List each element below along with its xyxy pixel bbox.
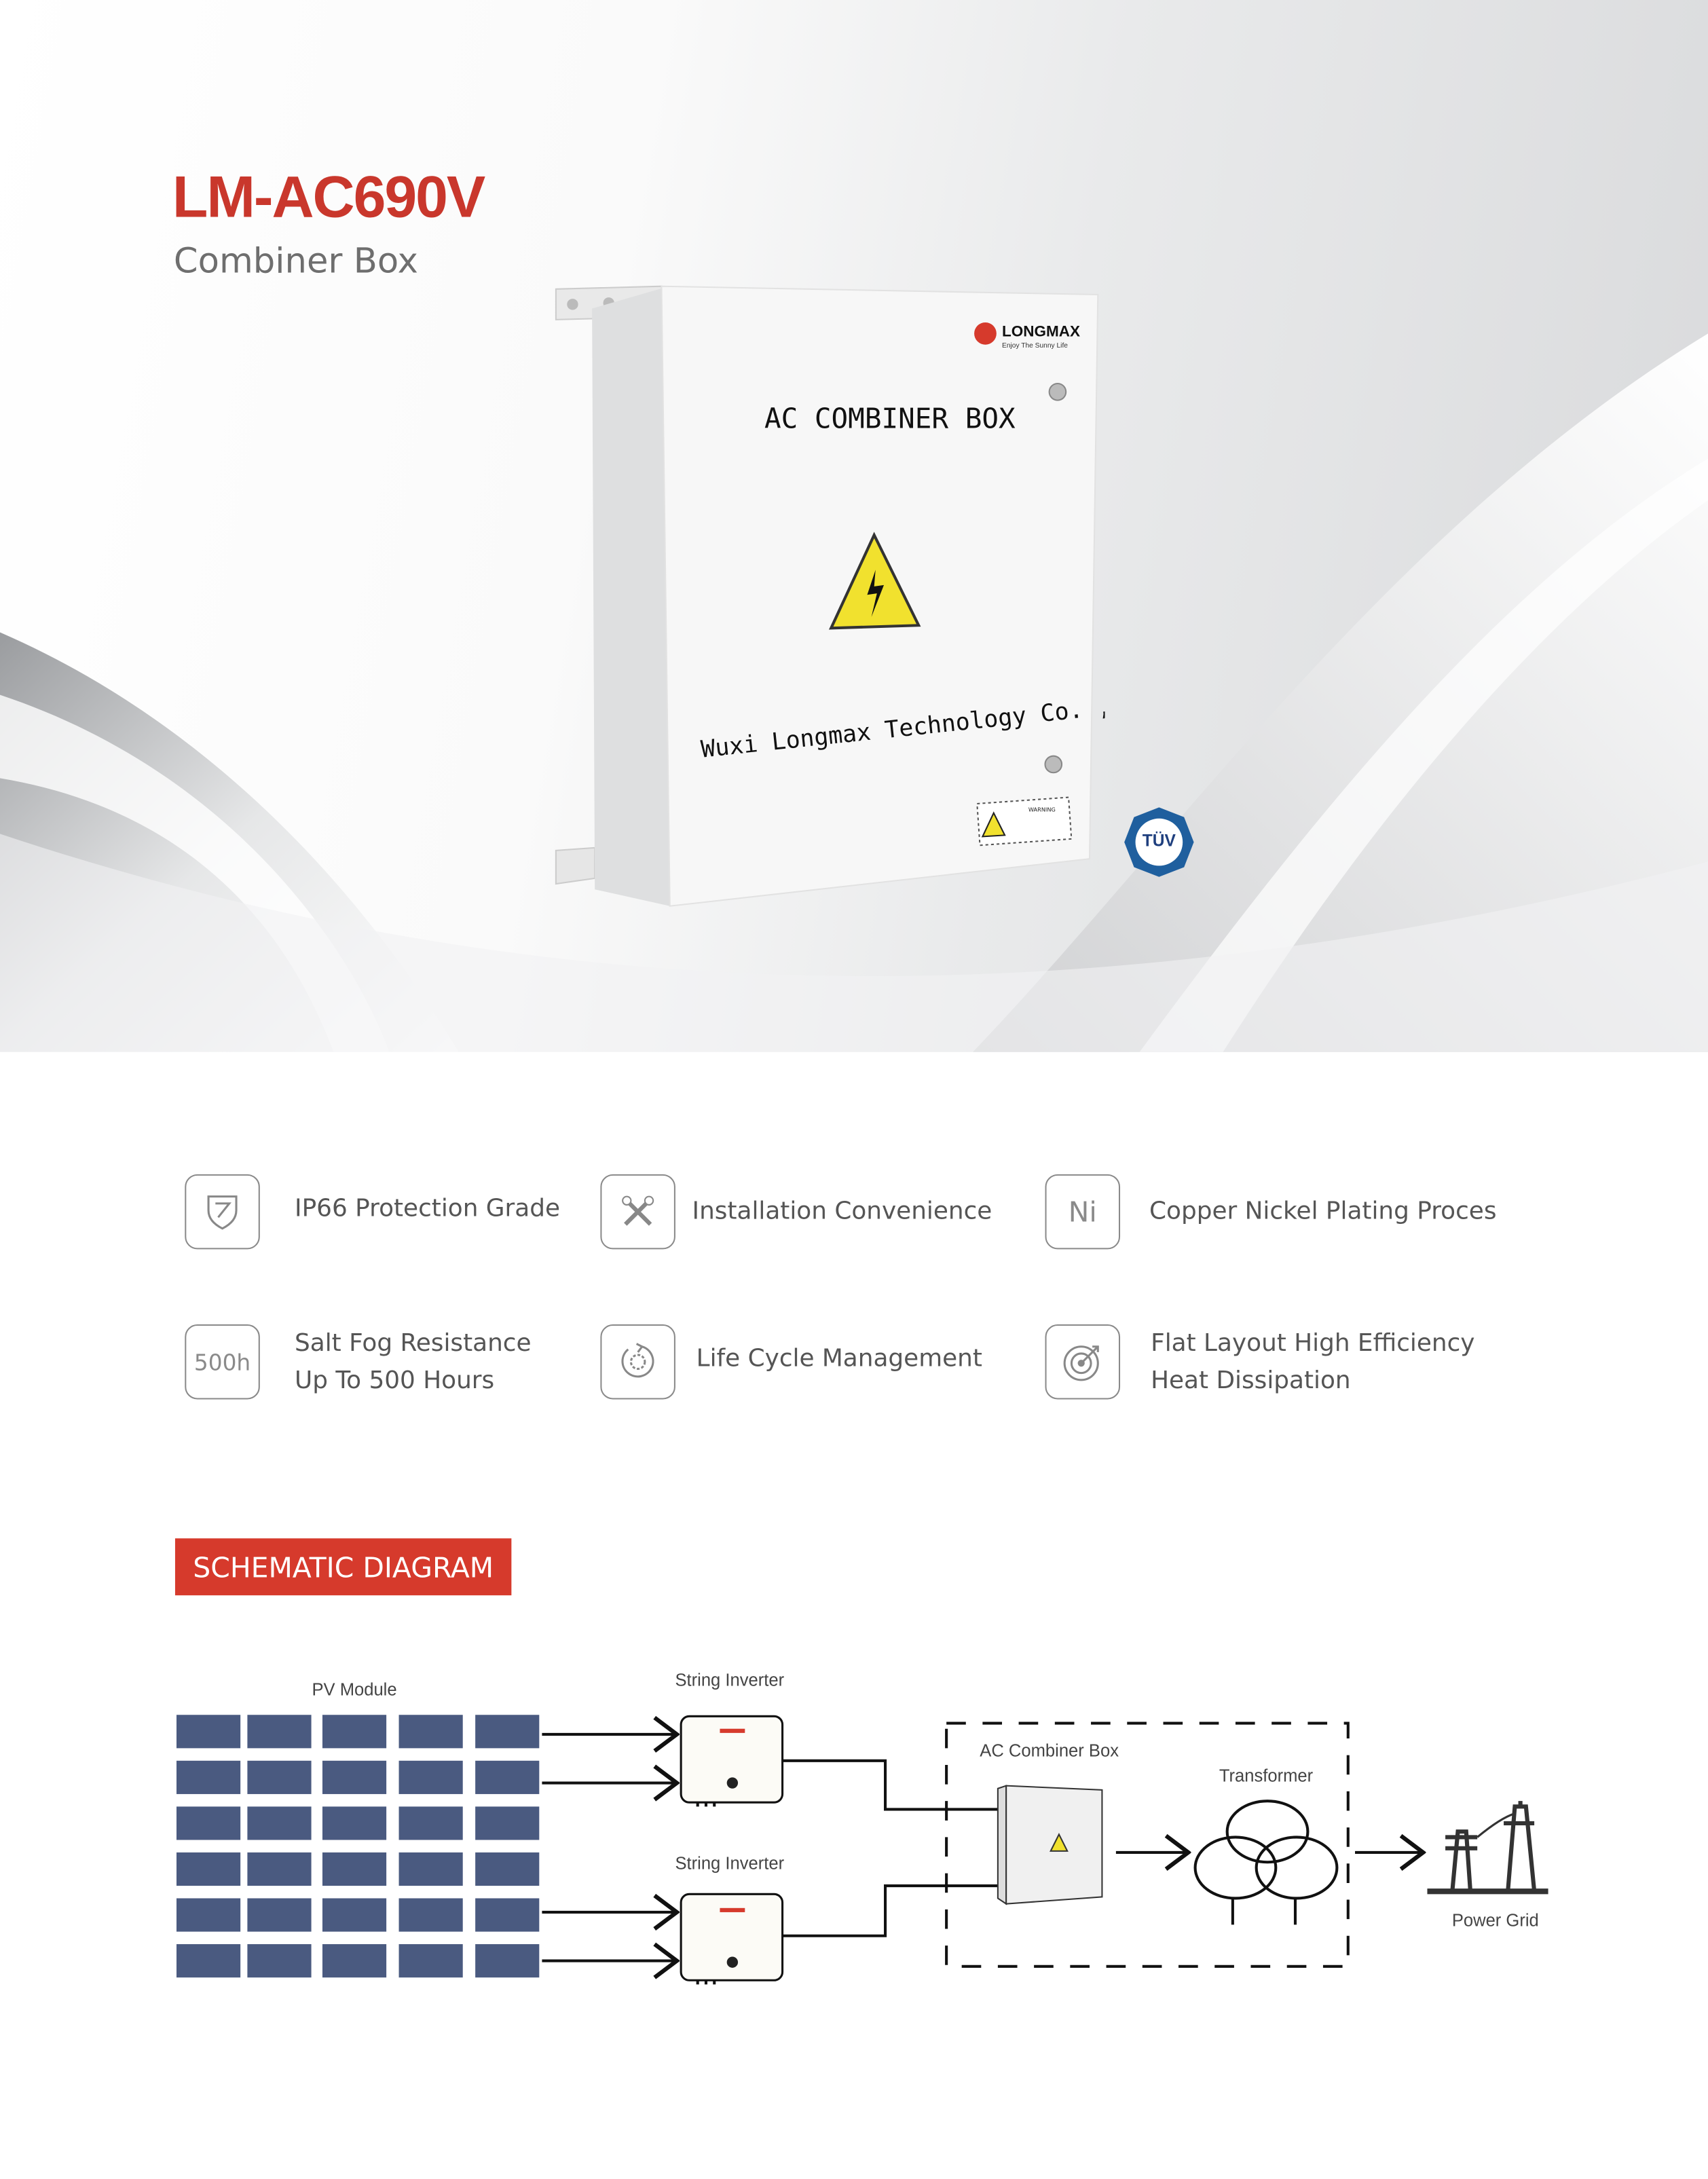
500h-icon: 500h (185, 1324, 260, 1400)
pv-panel (322, 1760, 387, 1794)
feature-label: Copper Nickel Plating Proces (1149, 1197, 1497, 1226)
pv-panel (176, 1806, 241, 1840)
pv-panel (176, 1715, 241, 1749)
pv-module-label: PV Module (312, 1681, 396, 1700)
pv-panel (176, 1760, 241, 1794)
transformer-icon (1193, 1800, 1339, 1925)
pv-panel (247, 1806, 312, 1840)
pv-panel (322, 1898, 387, 1932)
schematic-diagram: PV Module String Inverter String Inverte… (176, 1671, 1548, 1985)
lifecycle-icon (600, 1324, 675, 1400)
pv-panel (475, 1806, 540, 1840)
pv-panel (322, 1715, 387, 1749)
product-title: LM-AC690V (172, 164, 485, 229)
pv-panel (475, 1944, 540, 1978)
pv-panel (398, 1806, 463, 1840)
string-inverter-bottom (680, 1893, 784, 1985)
pv-panel (398, 1760, 463, 1794)
feature-lifecycle: Life Cycle Management (600, 1324, 982, 1400)
string-inverter-top (680, 1715, 784, 1807)
combiner-boundary (945, 1721, 1350, 1968)
hero-banner: LM-AC690V Combiner Box AC COMBINER BOX W… (0, 0, 1708, 1052)
feature-label: Life Cycle Management (696, 1345, 982, 1373)
power-grid-tower-icon (1427, 1801, 1548, 1895)
brand-slogan: Enjoy The Sunny Life (1002, 342, 1068, 350)
feature-installation: Installation Convenience (600, 1174, 992, 1250)
tuv-certification-badge: TÜV (1124, 807, 1194, 877)
pv-module-array (176, 1715, 540, 1978)
pv-panel (475, 1898, 540, 1932)
pv-panel (247, 1760, 312, 1794)
warning-label: WARNING (1028, 806, 1056, 813)
transformer-label: Transformer (1219, 1767, 1314, 1786)
pv-panel (322, 1852, 387, 1886)
feature-ip66: IP66 Protection Grade (185, 1174, 560, 1250)
pv-panel (475, 1852, 540, 1886)
pv-panel (398, 1715, 463, 1749)
svg-text:TÜV: TÜV (1143, 832, 1176, 851)
ac-combiner-box-label: AC Combiner Box (980, 1742, 1119, 1761)
pv-panel (398, 1852, 463, 1886)
feature-label: Installation Convenience (692, 1197, 992, 1226)
box-front-label: AC COMBINER BOX (764, 403, 1016, 435)
product-subtitle: Combiner Box (173, 240, 418, 281)
string-inverter-label-bottom: String Inverter (675, 1854, 784, 1873)
shield-icon (185, 1174, 260, 1250)
pv-panel (398, 1944, 463, 1978)
hero-background-waves (0, 333, 1708, 1052)
power-grid-label: Power Grid (1452, 1911, 1539, 1930)
pv-panel (247, 1898, 312, 1932)
pv-panel (475, 1715, 540, 1749)
combiner-box-image: AC COMBINER BOX Wuxi Longmax Technology … (555, 285, 1105, 907)
pv-panel (176, 1852, 241, 1886)
ac-combiner-box-icon (997, 1785, 1103, 1905)
pv-panel (176, 1944, 241, 1978)
pv-panel (176, 1898, 241, 1932)
pv-panel (247, 1944, 312, 1978)
pv-panel (475, 1760, 540, 1794)
feature-nickel-plating: Ni Copper Nickel Plating Proces (1045, 1174, 1497, 1250)
schematic-heading: SCHEMATIC DIAGRAM (174, 1538, 512, 1596)
pv-panel (322, 1944, 387, 1978)
pv-panel (247, 1852, 312, 1886)
pv-panel (398, 1898, 463, 1932)
pv-panel (322, 1806, 387, 1840)
string-inverter-label-top: String Inverter (675, 1671, 784, 1690)
feature-label: IP66 Protection Grade (295, 1195, 561, 1223)
ni-icon: Ni (1045, 1174, 1121, 1250)
brand-logo: LONGMAX (1002, 322, 1080, 339)
tools-icon (600, 1174, 675, 1250)
pv-panel (247, 1715, 312, 1749)
target-icon (1045, 1324, 1121, 1400)
